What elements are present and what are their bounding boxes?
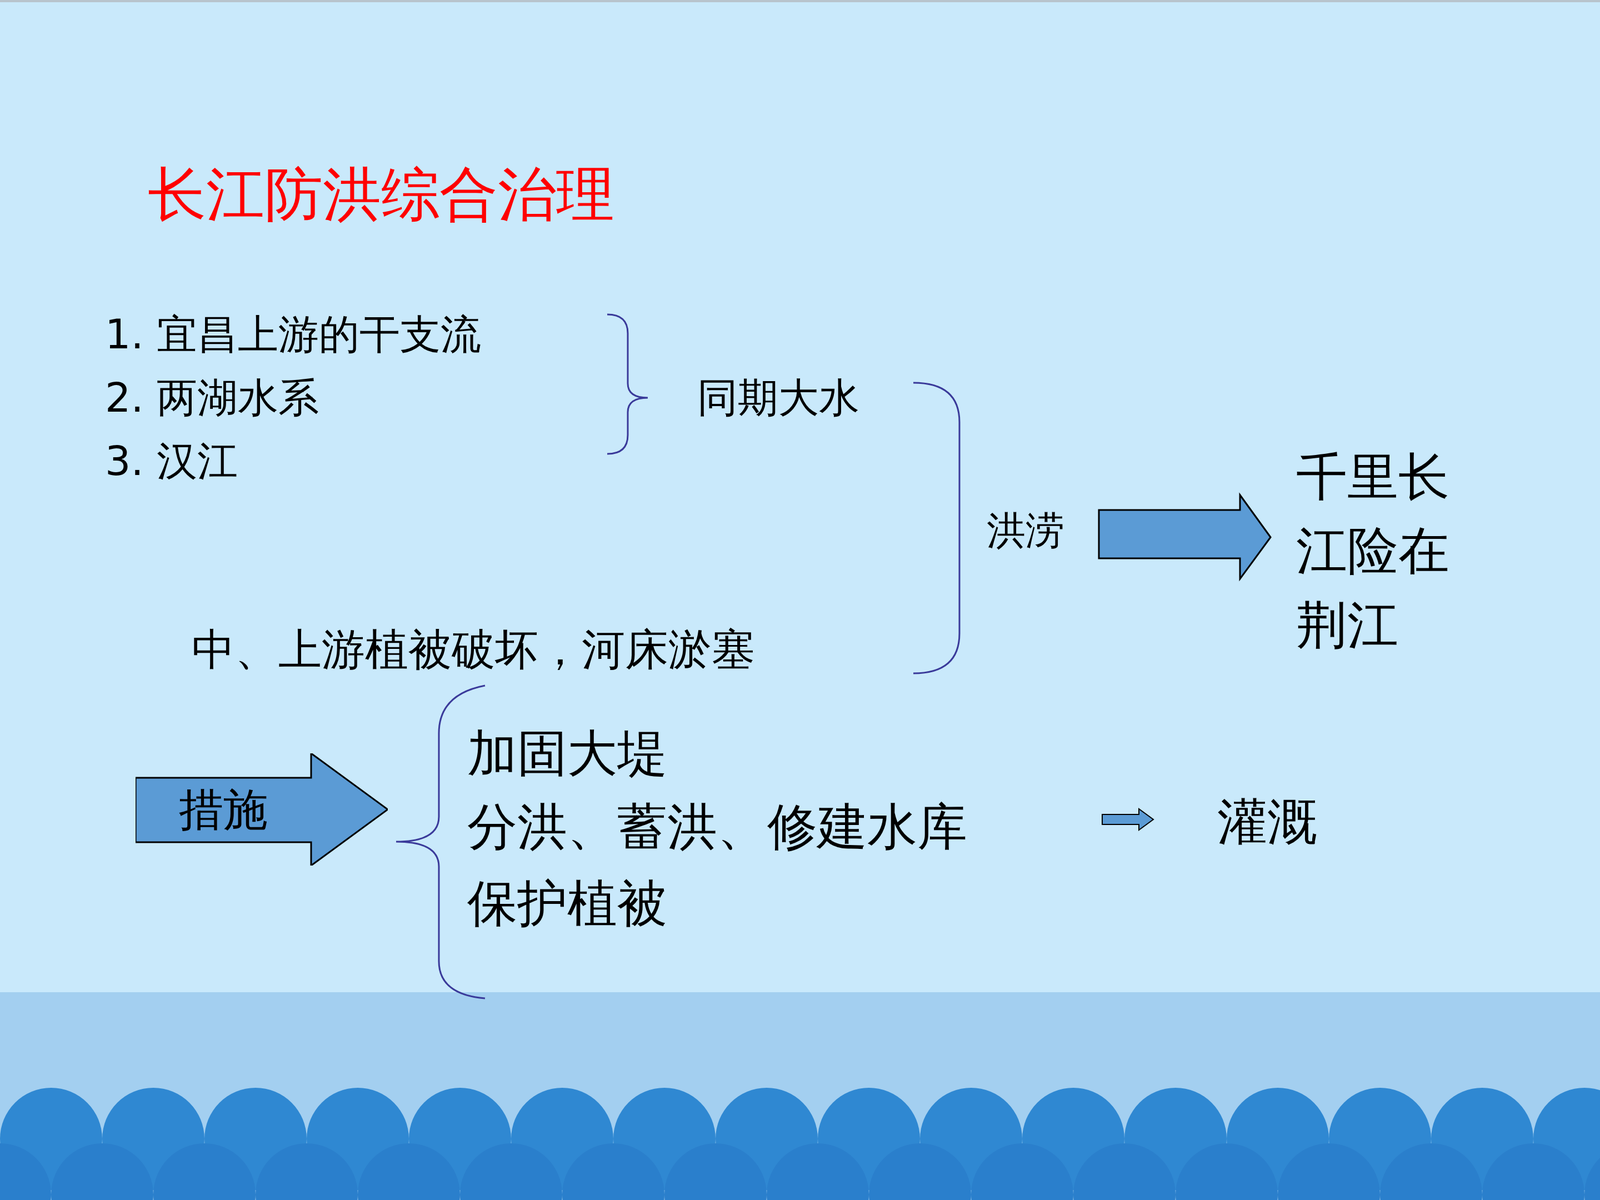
bracket [913,382,960,674]
benefit-label: 灌溉 [1217,791,1318,852]
cause-label: 中、上游植被破坏，河床淤塞 [191,623,755,677]
node-text: 措施 [135,783,312,837]
conclusion-label: 千里长江险在荆江 [1296,440,1458,663]
brace [607,314,648,454]
top-rule [0,0,1600,3]
measure-item: 加固大堤 [467,723,668,784]
node-text-wrap: 措施 [135,783,312,837]
measure-item: 分洪、蓄洪、修建水库 [467,796,968,857]
list-item: 1. 宜昌上游的干支流 [105,310,482,359]
arrow-node: 措施 [135,753,388,866]
list-item: 2. 两湖水系 [105,373,319,423]
cause-label: 同期大水 [697,373,860,423]
small-arrow [1102,808,1154,830]
result-label: 洪涝 [986,507,1065,554]
measure-item: 保护植被 [467,873,668,934]
sea-band [0,992,1600,1200]
title: 长江防洪综合治理 [147,159,615,230]
block-arrow [1098,495,1271,579]
waves [0,1077,1600,1200]
arrow-body [135,753,388,866]
list-item: 3. 汉江 [105,436,238,486]
